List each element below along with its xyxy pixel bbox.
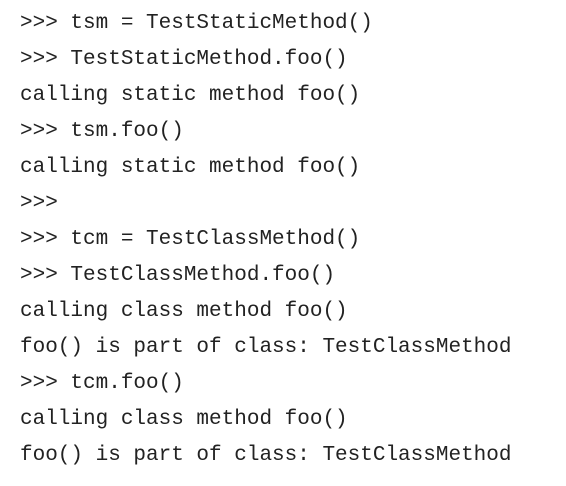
code-line-3: calling static method foo() [20, 84, 361, 107]
code-line-10: foo() is part of class: TestClassMethod [20, 336, 512, 359]
code-line-4: >>> tsm.foo() [20, 120, 184, 143]
code-line-12: calling class method foo() [20, 408, 348, 431]
code-line-11: >>> tcm.foo() [20, 372, 184, 395]
code-line-2: >>> TestStaticMethod.foo() [20, 48, 348, 71]
code-line-9: calling class method foo() [20, 300, 348, 323]
code-line-8: >>> TestClassMethod.foo() [20, 264, 336, 287]
code-line-13: foo() is part of class: TestClassMethod [20, 444, 512, 467]
code-line-1: >>> tsm = TestStaticMethod() [20, 12, 373, 35]
python-session-transcript: >>> tsm = TestStaticMethod() >>> TestSta… [20, 6, 511, 474]
code-line-5: calling static method foo() [20, 156, 361, 179]
code-line-6: >>> [20, 192, 58, 215]
code-line-7: >>> tcm = TestClassMethod() [20, 228, 361, 251]
